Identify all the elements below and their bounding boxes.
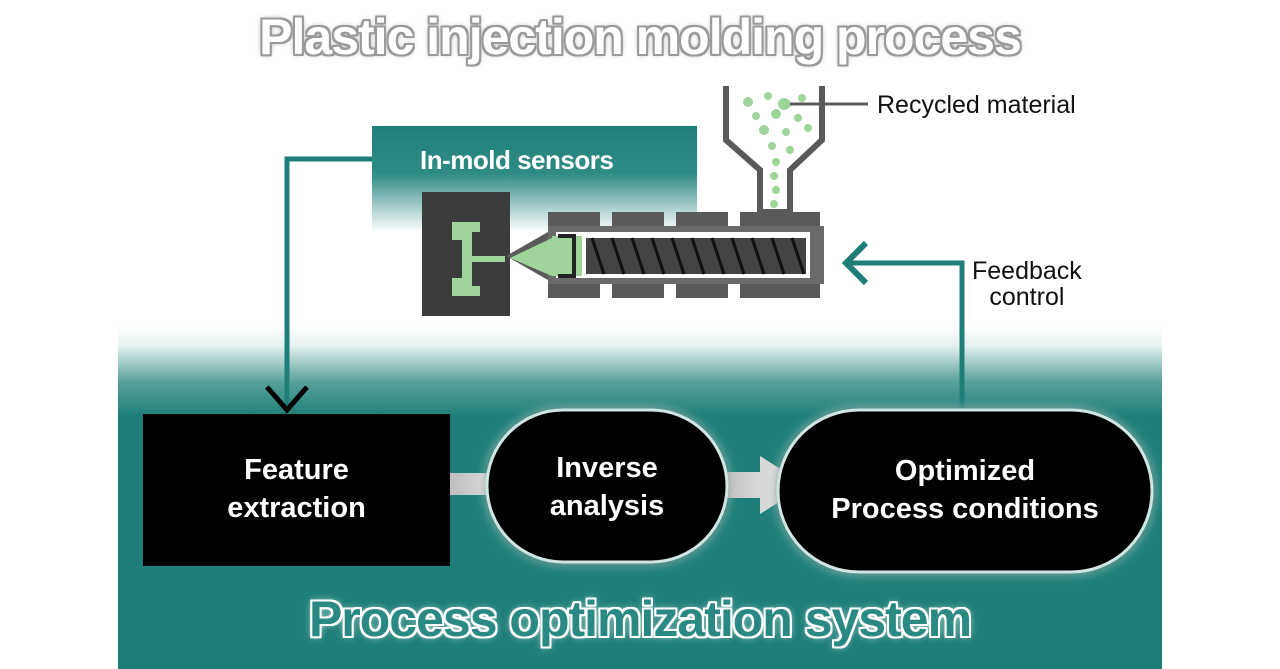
step-optimized-process-conditions: Optimized Process conditions	[778, 452, 1152, 528]
step-feature-extraction-box	[143, 414, 450, 566]
in-mold-sensors-label: In-mold sensors	[420, 145, 614, 175]
hopper	[723, 86, 868, 215]
step-inverse-analysis: Inverse analysis	[487, 449, 727, 525]
feedback-arrow	[848, 260, 965, 410]
sensor-output-arrow	[284, 156, 372, 405]
diagram-title: Plastic injection molding process	[259, 9, 1022, 65]
step-2-line1: Inverse	[556, 452, 658, 484]
recycled-material-label: Recycled material	[877, 91, 1076, 119]
step-1-line2: extraction	[227, 492, 366, 524]
system-title: Process optimization system	[308, 591, 972, 647]
process-arrow-1	[448, 473, 494, 495]
feedback-control-label: Feedback control	[972, 258, 1082, 310]
step-inverse-analysis-box	[485, 408, 729, 564]
step-3-line2: Process conditions	[831, 493, 1099, 525]
injection-barrel	[506, 212, 824, 298]
step-optimized-box	[776, 408, 1154, 574]
step-feature-extraction: Feature extraction	[143, 451, 450, 527]
mold	[422, 192, 510, 316]
step-1-line1: Feature	[244, 454, 349, 486]
feedback-label-line2: control	[989, 283, 1065, 311]
step-3-line1: Optimized	[894, 455, 1036, 487]
step-2-line2: analysis	[549, 490, 665, 522]
feedback-label-line1: Feedback	[972, 257, 1082, 285]
